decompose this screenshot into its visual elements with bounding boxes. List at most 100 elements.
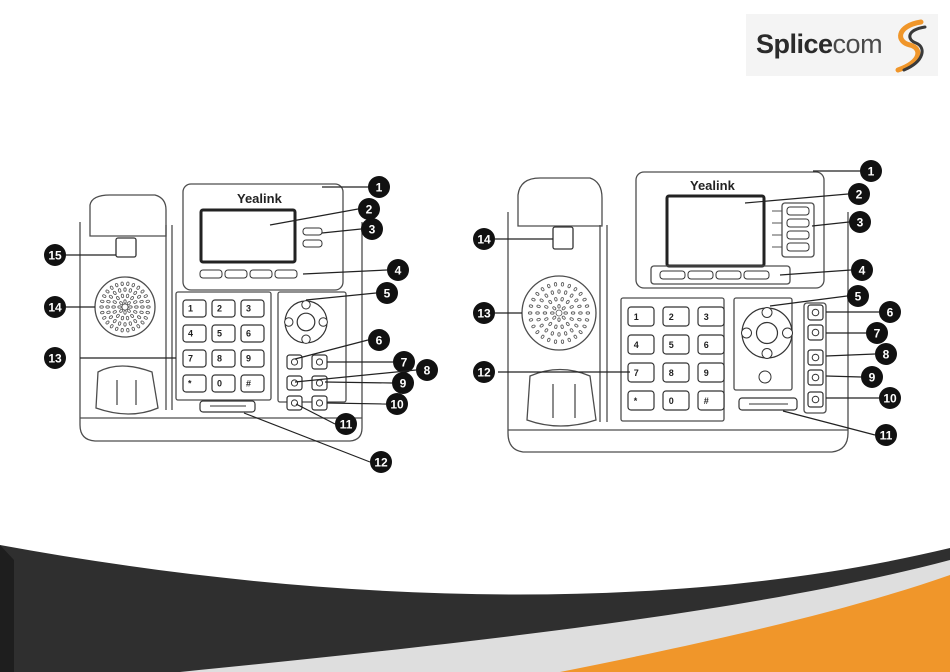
phone2-brand-label: Yealink xyxy=(690,178,736,193)
speaker-hole xyxy=(146,300,150,303)
speaker-hole xyxy=(100,300,104,303)
phone1-callout-badge-label: 3 xyxy=(369,222,376,236)
keypad-key xyxy=(212,350,235,367)
phone2-callout-badge-label: 2 xyxy=(856,187,863,201)
keypad-key-label: 4 xyxy=(634,340,639,350)
speaker-hole xyxy=(585,304,589,307)
nav-ok-button xyxy=(297,313,315,331)
keypad-key-label: 0 xyxy=(669,396,674,406)
keypad-key xyxy=(212,375,235,392)
keypad-key-label: * xyxy=(188,379,192,389)
speaker-hole xyxy=(146,311,150,314)
nav-arrow-button xyxy=(302,301,310,309)
speaker-hole xyxy=(135,306,139,308)
keypad-key-label: 3 xyxy=(704,312,709,322)
phone1-callout-badge-label: 15 xyxy=(48,248,62,262)
phone1-soft-key xyxy=(250,270,272,278)
phone1-brand-label: Yealink xyxy=(237,191,283,206)
phone1-soft-key xyxy=(275,270,297,278)
phone1-func-key xyxy=(287,355,302,369)
phone2-func-key xyxy=(808,305,823,320)
speaker-hole xyxy=(121,316,124,320)
nav-arrow-button xyxy=(319,318,327,326)
keypad-key-label: 5 xyxy=(669,340,674,350)
phone2-handset-top xyxy=(518,178,602,226)
phone1-callout-badge-label: 4 xyxy=(395,263,402,277)
phone2-cancel-key xyxy=(759,371,771,383)
speaker-hole xyxy=(112,306,116,308)
speaker-hole xyxy=(126,282,129,286)
phone1-soft-key xyxy=(200,270,222,278)
phone2-callout-badge-label: 14 xyxy=(477,232,491,246)
phone2-callout-badge-label: 1 xyxy=(868,164,875,178)
phone2-line-key xyxy=(787,219,809,227)
keypad-key xyxy=(628,307,654,326)
phone2-callout-badge-label: 7 xyxy=(874,326,881,340)
keypad-key xyxy=(212,300,235,317)
nav-arrow-button xyxy=(762,349,772,359)
phone2-display xyxy=(667,196,764,266)
keypad-key xyxy=(183,325,206,342)
keypad-key xyxy=(698,307,724,326)
phone1-callout-badge-label: 1 xyxy=(376,180,383,194)
footer-left-edge xyxy=(0,545,14,672)
phone1-callout-badge-label: 2 xyxy=(366,202,373,216)
phone2-callout-badge-label: 12 xyxy=(477,365,491,379)
phone2-callout-badge-label: 4 xyxy=(859,263,866,277)
phone1-soft-key xyxy=(225,270,247,278)
nav-arrow-button xyxy=(762,308,772,318)
speaker-hole xyxy=(529,318,533,321)
phone2-callout-badge-label: 5 xyxy=(855,289,862,303)
speaker-hole xyxy=(126,328,129,332)
keypad-key xyxy=(183,375,206,392)
nav-arrow-button xyxy=(783,328,793,338)
keypad-key-label: 2 xyxy=(669,312,674,322)
keypad-key-label: 6 xyxy=(246,329,251,339)
phone2-callout-leader xyxy=(826,376,861,377)
speaker-hole xyxy=(561,282,564,286)
phone1-callout-badge-label: 7 xyxy=(401,355,408,369)
phone2-soft-key xyxy=(716,271,741,279)
phone1-line-key xyxy=(303,240,322,247)
keypad-key xyxy=(241,325,264,342)
speaker-hole xyxy=(141,306,145,308)
phone1-line-key xyxy=(303,228,322,235)
keypad-key xyxy=(212,325,235,342)
speaker-hole xyxy=(554,297,557,301)
speaker-hole xyxy=(554,282,557,286)
keypad-key-label: 8 xyxy=(217,354,222,364)
keypad-key-label: * xyxy=(634,396,638,406)
keypad-key-label: 1 xyxy=(188,304,193,314)
phone2-line-key xyxy=(787,207,809,215)
phone2-soft-key xyxy=(660,271,685,279)
phone1-callout-badge-label: 11 xyxy=(340,417,353,431)
phone1-func-key xyxy=(312,355,327,369)
phone2-callout-leader xyxy=(783,411,875,435)
phone2-callout-badge-label: 3 xyxy=(857,215,864,229)
speaker-hole xyxy=(147,306,151,308)
speaker-hole xyxy=(558,290,560,294)
keypad-key-label: 4 xyxy=(188,329,193,339)
phone1-func-key xyxy=(312,396,327,410)
phone1-callout-badge-label: 13 xyxy=(48,351,62,365)
speaker-hole xyxy=(586,312,590,314)
phone1-callout-leader xyxy=(327,403,386,404)
speaker-hole xyxy=(124,323,126,327)
speaker-center xyxy=(122,304,128,310)
speaker-hole xyxy=(561,340,564,344)
phone2-callout-badge-label: 9 xyxy=(869,370,876,384)
keypad-key-label: 2 xyxy=(217,304,222,314)
keypad-key xyxy=(183,350,206,367)
speaker-hole xyxy=(564,312,568,314)
keypad-key-label: 8 xyxy=(669,368,674,378)
speaker-hole xyxy=(121,282,124,286)
speaker-hole xyxy=(100,311,104,314)
speaker-hole xyxy=(554,325,557,329)
nav-arrow-button xyxy=(285,318,293,326)
phone1-callout-badge-label: 8 xyxy=(424,363,431,377)
keypad-key-label: # xyxy=(246,379,251,389)
phone2-func-key xyxy=(808,350,823,365)
keypad-key xyxy=(241,350,264,367)
